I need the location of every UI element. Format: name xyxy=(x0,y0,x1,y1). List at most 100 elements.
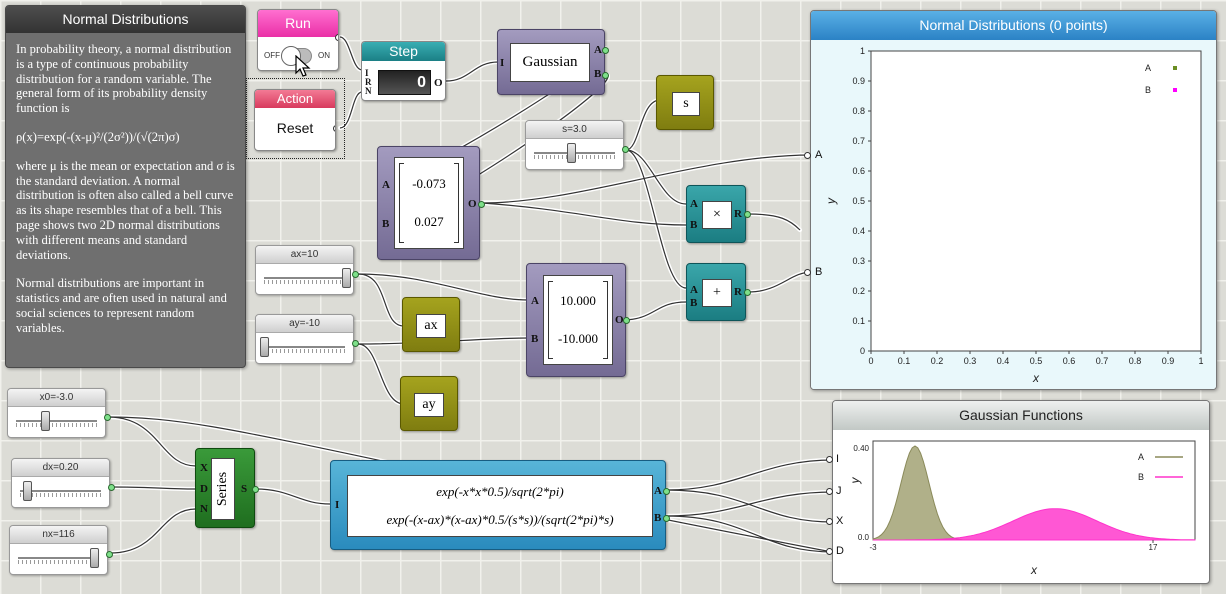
functions-port-a[interactable] xyxy=(663,488,670,495)
step-input-r: R xyxy=(365,77,372,87)
legend-marker xyxy=(1173,66,1177,70)
dx-slider[interactable]: dx=0.20 xyxy=(11,458,115,508)
s-variable-block[interactable]: s xyxy=(656,75,714,130)
functions-block[interactable]: exp(-x*x*0.5)/sqrt(2*pi) exp(-(x-ax)*(x-… xyxy=(330,460,670,550)
s-slider[interactable]: s=3.0 xyxy=(525,120,629,170)
nx-slider[interactable]: nx=116 xyxy=(9,525,113,575)
scatter-input-port-b[interactable] xyxy=(804,269,811,276)
nx-slider-port[interactable] xyxy=(106,551,113,558)
add-port-r[interactable] xyxy=(744,289,751,296)
add-output-r: R xyxy=(734,286,742,298)
y-tick-label: 0.4 xyxy=(852,226,865,236)
series-port-s[interactable] xyxy=(252,486,259,493)
action-output-port[interactable] xyxy=(333,125,335,132)
s-variable-label: s xyxy=(672,92,700,116)
x0-slider-port[interactable] xyxy=(104,414,111,421)
gaussian-port-b[interactable] xyxy=(602,72,609,79)
slider-ticks xyxy=(16,423,97,427)
bracket-right xyxy=(603,281,608,359)
step-title: Step xyxy=(362,42,445,61)
ax-slider-thumb[interactable] xyxy=(342,268,351,288)
add-block[interactable]: + A B R xyxy=(686,263,751,321)
gaussian-plot-port-d[interactable] xyxy=(826,548,833,555)
multiply-block[interactable]: × A B R xyxy=(686,185,751,243)
ax-slider-label: ax=10 xyxy=(256,246,353,264)
function-1-expression: exp(-x*x*0.5)/sqrt(2*pi) xyxy=(436,484,564,499)
description-formula: ρ(x)=exp(-(x-μ)²/(2σ²))/(√(2π)σ) xyxy=(16,129,180,144)
y-tick-label: 0 xyxy=(860,346,865,356)
series-block[interactable]: Series X D N S xyxy=(195,448,259,528)
x-tick-label: 0.6 xyxy=(1063,356,1076,366)
scatter-input-b: B xyxy=(815,266,823,278)
slider-ticks xyxy=(264,349,345,353)
gaussian-plot-port-i[interactable] xyxy=(826,456,833,463)
ay-variable-block[interactable]: ay xyxy=(400,376,458,431)
vector-block-2[interactable]: 10.000 -10.000 A B O xyxy=(526,263,630,377)
s-slider-port[interactable] xyxy=(622,146,629,153)
y-tick-label: 0.8 xyxy=(852,106,865,116)
y-tick-label: 0.5 xyxy=(852,196,865,206)
gaussian-plot-input-d: D xyxy=(836,545,844,557)
gaussian-block[interactable]: Gaussian I A B xyxy=(497,29,609,95)
slider-track xyxy=(18,557,99,559)
nx-slider-label: nx=116 xyxy=(10,526,107,544)
vector-2-port-o[interactable] xyxy=(623,317,630,324)
ay-slider-port[interactable] xyxy=(352,340,359,347)
vector-1-port-o[interactable] xyxy=(478,201,485,208)
ay-slider-thumb[interactable] xyxy=(260,337,269,357)
y-bottom-label: 0.0 xyxy=(858,533,870,542)
bracket-left xyxy=(548,281,553,359)
x-tick-label: 0.8 xyxy=(1129,356,1142,366)
vector-block-1[interactable]: -0.073 0.027 A B O xyxy=(377,146,485,260)
functions-display: exp(-x*x*0.5)/sqrt(2*pi) exp(-(x-ax)*(x-… xyxy=(347,475,653,537)
ax-variable-block[interactable]: ax xyxy=(402,297,460,352)
nx-slider-thumb[interactable] xyxy=(90,548,100,568)
gaussian-plot-input-j: J xyxy=(836,485,842,497)
vector-2-output-o: O xyxy=(615,314,624,326)
legend-label: B xyxy=(1145,85,1151,95)
step-output-o: O xyxy=(434,77,443,89)
x-tick-label: 0.2 xyxy=(931,356,944,366)
s-slider-thumb[interactable] xyxy=(566,143,576,163)
vector-2-input-b: B xyxy=(531,333,539,345)
legend-label: A xyxy=(1145,63,1151,73)
dx-slider-thumb[interactable] xyxy=(22,481,32,501)
gaussian-plot-port-j[interactable] xyxy=(826,488,833,495)
gaussian-plot-input-x: X xyxy=(836,515,844,527)
reset-button[interactable]: Reset xyxy=(276,120,314,136)
legend-marker xyxy=(1173,88,1177,92)
gaussian-plot-title: Gaussian Functions xyxy=(833,401,1209,430)
gaussian-port-a[interactable] xyxy=(602,47,609,54)
dx-slider-port[interactable] xyxy=(108,484,115,491)
step-display: 0 xyxy=(378,70,431,95)
toggle-on-label: ON xyxy=(318,51,330,60)
scatter-input-port-a[interactable] xyxy=(804,152,811,159)
slider-ticks xyxy=(20,493,101,497)
run-output-port[interactable] xyxy=(335,34,338,41)
step-input-n: N xyxy=(365,86,372,96)
ax-slider-port[interactable] xyxy=(352,271,359,278)
y-tick-label: 0.9 xyxy=(852,76,865,86)
x-tick-label: 0.4 xyxy=(997,356,1010,366)
step-input-i: I xyxy=(365,68,369,78)
x0-slider-thumb[interactable] xyxy=(40,411,50,431)
gaussian-plot-port-x[interactable] xyxy=(826,518,833,525)
ay-slider[interactable]: ay=-10 xyxy=(255,314,359,364)
functions-port-b[interactable] xyxy=(663,515,670,522)
x-tick-label: 0.5 xyxy=(1030,356,1043,366)
slider-track xyxy=(16,420,97,422)
series-input-x: X xyxy=(200,462,208,474)
x0-slider[interactable]: x0=-3.0 xyxy=(7,388,111,438)
slider-track xyxy=(264,277,345,279)
x-tick-label: 0 xyxy=(868,356,873,366)
dx-slider-label: dx=0.20 xyxy=(12,459,109,477)
selection-frame xyxy=(246,78,345,159)
ax-slider[interactable]: ax=10 xyxy=(255,245,359,295)
multiply-port-r[interactable] xyxy=(744,211,751,218)
multiply-input-a: A xyxy=(690,198,698,210)
multiply-output-r: R xyxy=(734,208,742,220)
